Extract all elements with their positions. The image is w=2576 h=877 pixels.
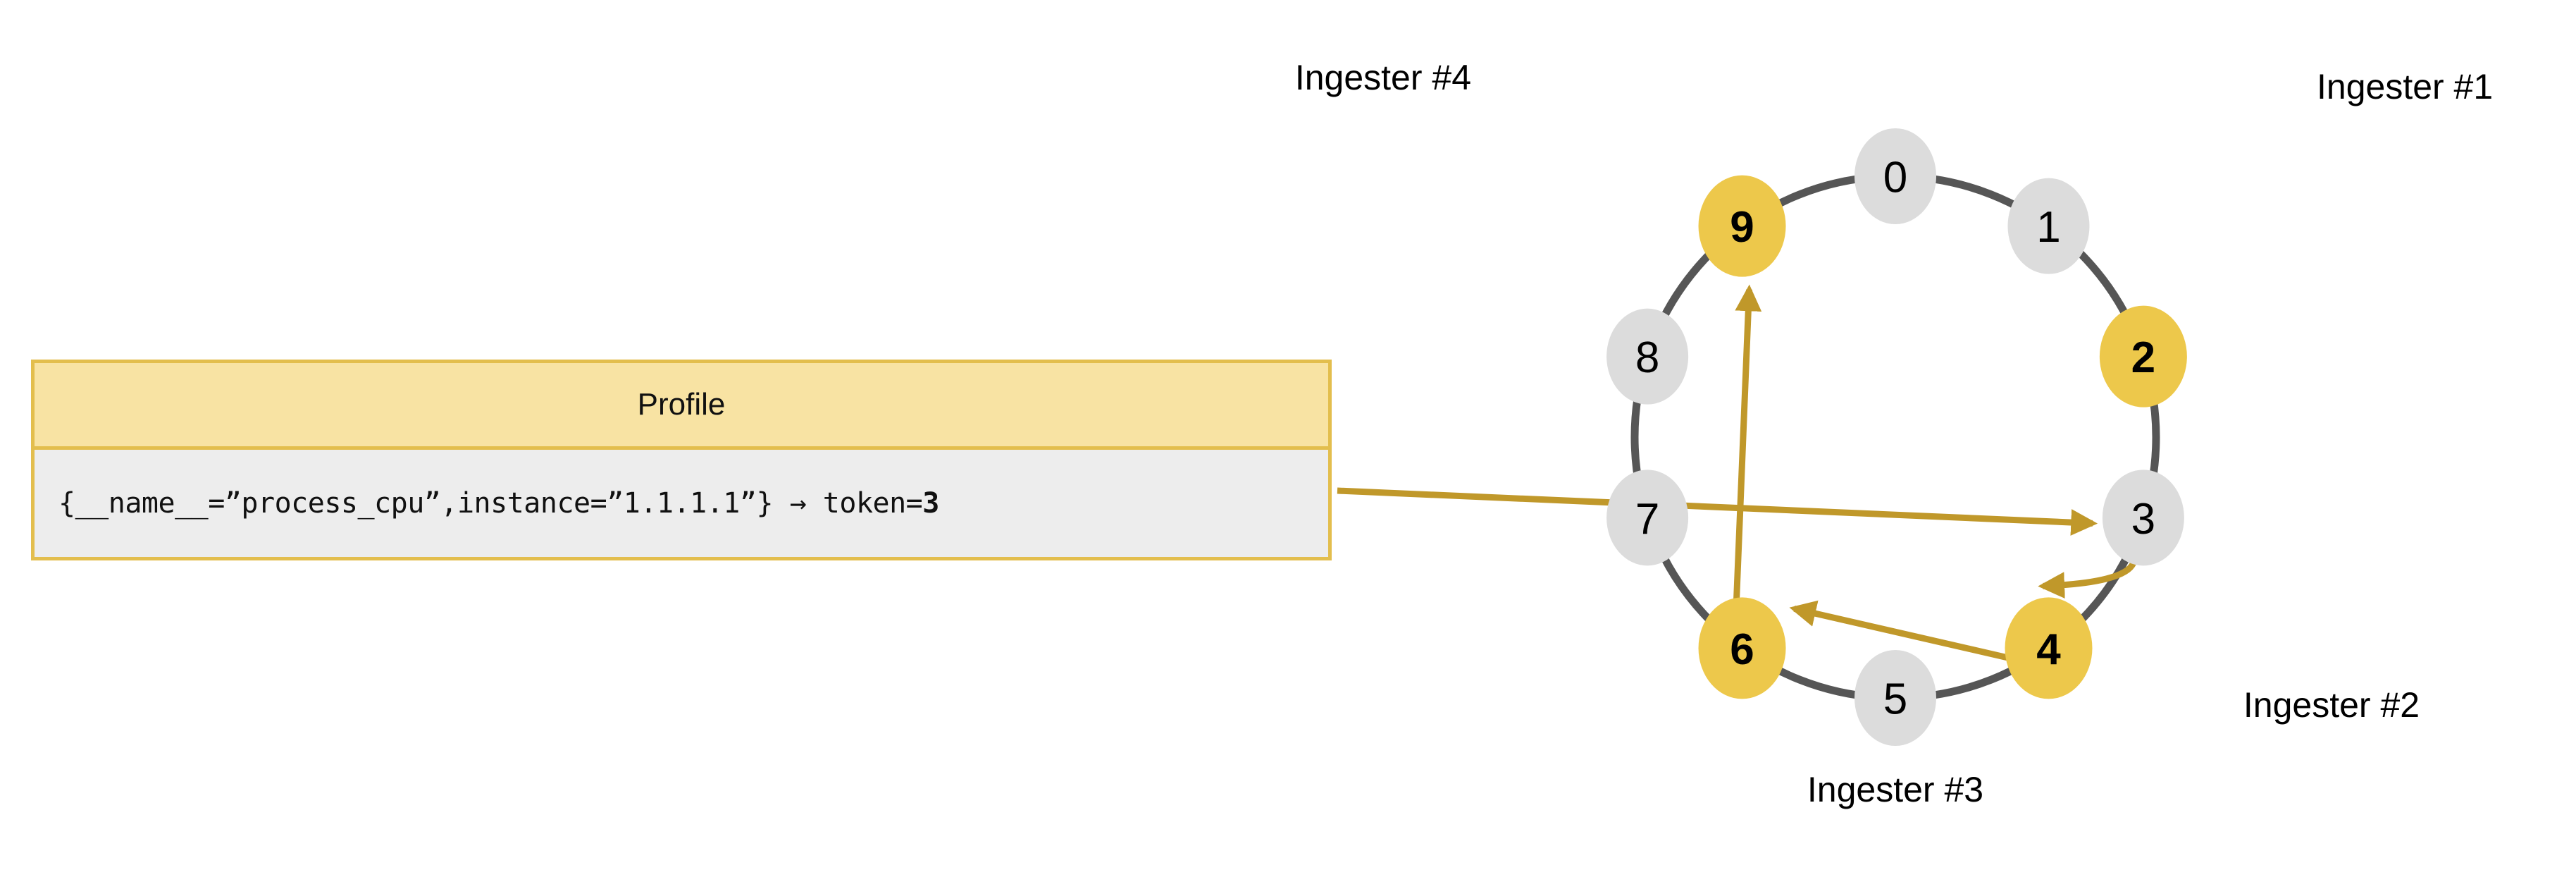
token-node-6[interactable]: 6 — [1698, 597, 1786, 699]
token-node-2-label: 2 — [2131, 333, 2155, 382]
token-node-1[interactable]: 1 — [2007, 178, 2090, 274]
token-node-3-label: 3 — [2131, 495, 2155, 544]
token-node-7-shape — [1606, 470, 1689, 566]
token-node-5[interactable]: 5 — [1854, 650, 1936, 746]
token-node-1-shape — [2007, 178, 2090, 274]
token-node-9-shape — [1698, 175, 1786, 277]
token-node-3[interactable]: 3 — [2102, 470, 2184, 566]
ingester-labels: Ingester #1 Ingester #2 Ingester #3 Ingeste… — [1295, 58, 2493, 809]
token-node-2-shape — [2099, 305, 2187, 407]
profile-card-body: {__name__=”process_cpu”,instance=”1.1.1.… — [35, 450, 1328, 557]
ingester-label-ingester-3: Ingester #3 — [1807, 770, 1983, 809]
profile-expression: {__name__=”process_cpu”,instance=”1.1.1.… — [58, 487, 939, 520]
token-node-0-shape — [1854, 128, 1936, 224]
token-node-8-shape — [1606, 308, 1689, 405]
token-node-7-label: 7 — [1635, 495, 1659, 544]
ingester-label-ingester-1: Ingester #1 — [2317, 67, 2493, 106]
flow-arrow-profile-to-token-3 — [1337, 487, 2098, 536]
token-node-1-label: 1 — [2036, 203, 2060, 252]
profile-expression-prefix: {__name__=”process_cpu”,instance=”1.1.1.… — [58, 487, 923, 520]
profile-card-title: Profile — [35, 363, 1328, 450]
ingester-label-ingester-4: Ingester #4 — [1295, 58, 1471, 97]
token-node-4-shape — [2005, 597, 2093, 699]
flow-arrow-token-4-to-token-6 — [1789, 600, 2010, 661]
token-node-6-shape — [1698, 597, 1786, 699]
token-node-4-label: 4 — [2036, 625, 2061, 674]
profile-card: Profile {__name__=”process_cpu”,instance… — [31, 360, 1332, 560]
token-node-9[interactable]: 9 — [1698, 175, 1786, 277]
token-node-5-label: 5 — [1883, 675, 1907, 724]
token-node-8-label: 8 — [1635, 333, 1659, 382]
token-node-3-shape — [2102, 470, 2184, 566]
token-node-9-label: 9 — [1730, 203, 1754, 252]
flow-arrow-token-3-to-token-4 — [2038, 561, 2137, 599]
token-node-7[interactable]: 7 — [1606, 470, 1689, 566]
token-nodes: 0 1 2 3 4 5 6 7 8 9 — [1606, 128, 2187, 746]
token-node-4[interactable]: 4 — [2005, 597, 2093, 699]
token-node-6-label: 6 — [1730, 625, 1754, 674]
token-node-2[interactable]: 2 — [2099, 305, 2187, 407]
profile-token-value: 3 — [922, 487, 939, 520]
token-node-5-shape — [1854, 650, 1936, 746]
flow-arrows — [1337, 284, 2137, 661]
flow-arrow-token-6-to-token-9 — [1733, 284, 1762, 601]
ingester-label-ingester-2: Ingester #2 — [2243, 685, 2420, 725]
token-node-0[interactable]: 0 — [1854, 128, 1936, 224]
token-node-0-label: 0 — [1883, 154, 1907, 202]
token-node-8[interactable]: 8 — [1606, 308, 1689, 405]
